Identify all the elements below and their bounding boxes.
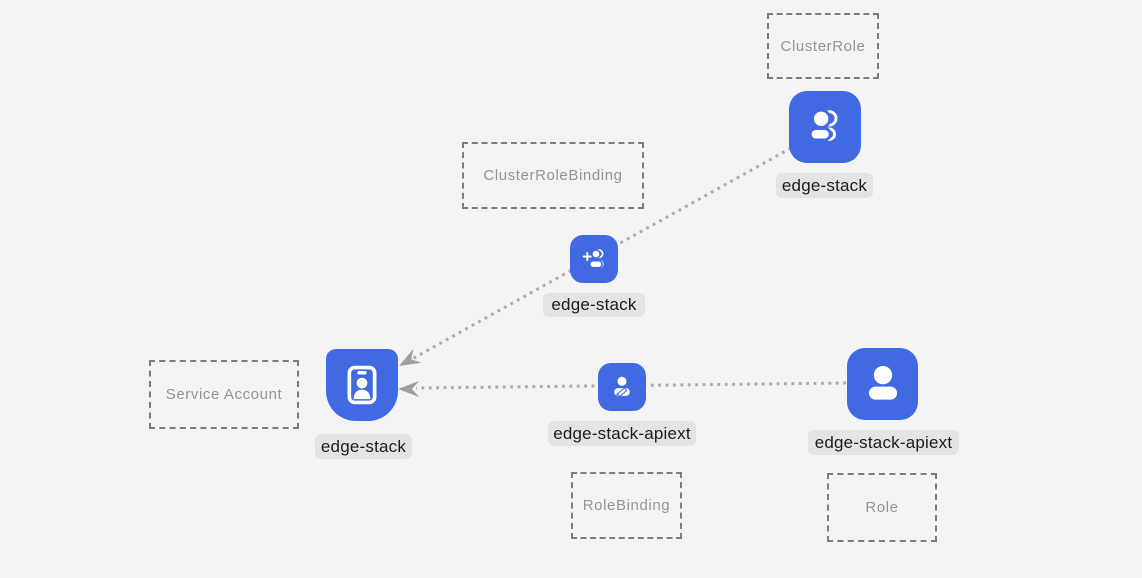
type-box-label: Role — [865, 499, 899, 516]
users-icon — [808, 108, 838, 142]
node-label: edge-stack — [315, 434, 412, 459]
node-label: edge-stack — [776, 173, 873, 198]
arrowhead-icon — [399, 348, 422, 366]
clusterrole-node — [789, 91, 861, 163]
type-box-label: RoleBinding — [582, 497, 671, 514]
user-add-icon — [582, 249, 604, 269]
serviceaccount-node — [326, 349, 398, 421]
type-box-clusterrolebinding: ClusterRoleBinding — [462, 142, 644, 209]
node-label: edge-stack — [543, 293, 645, 317]
type-box-role: Role — [827, 473, 937, 542]
user-edit-icon — [614, 376, 630, 398]
clusterrolebinding-node — [570, 235, 618, 283]
type-box-label: Service Account — [165, 386, 283, 403]
user-icon — [868, 365, 897, 400]
type-box-label: ClusterRoleBinding — [483, 167, 623, 184]
arrowhead-icon — [398, 381, 419, 397]
type-box-clusterrole: ClusterRole — [767, 13, 879, 79]
rolebinding-node — [598, 363, 646, 411]
node-label: edge-stack-apiext — [548, 421, 696, 446]
type-box-label: ClusterRole — [780, 37, 866, 55]
role-node — [847, 348, 918, 420]
type-box-rolebinding: RoleBinding — [571, 472, 682, 539]
node-label: edge-stack-apiext — [808, 430, 959, 455]
id-badge-icon — [347, 365, 377, 405]
type-box-serviceaccount: Service Account — [149, 360, 299, 429]
